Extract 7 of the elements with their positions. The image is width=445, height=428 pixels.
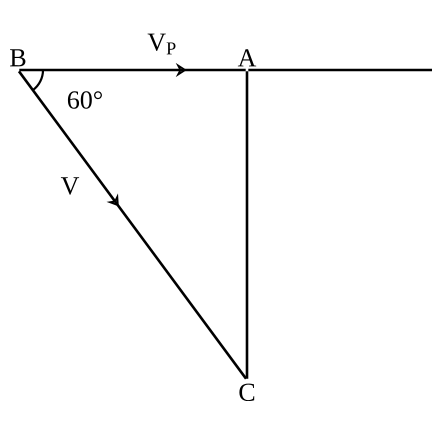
edge-label: V$_{P}$ xyxy=(148,34,176,54)
vertex-label: A xyxy=(238,49,256,66)
angle-label: 60° xyxy=(68,91,102,109)
vertex-label: C xyxy=(239,384,254,402)
edge-label: V xyxy=(60,177,80,195)
vertex-label: B xyxy=(10,49,26,66)
vector-arrow xyxy=(18,70,248,380)
